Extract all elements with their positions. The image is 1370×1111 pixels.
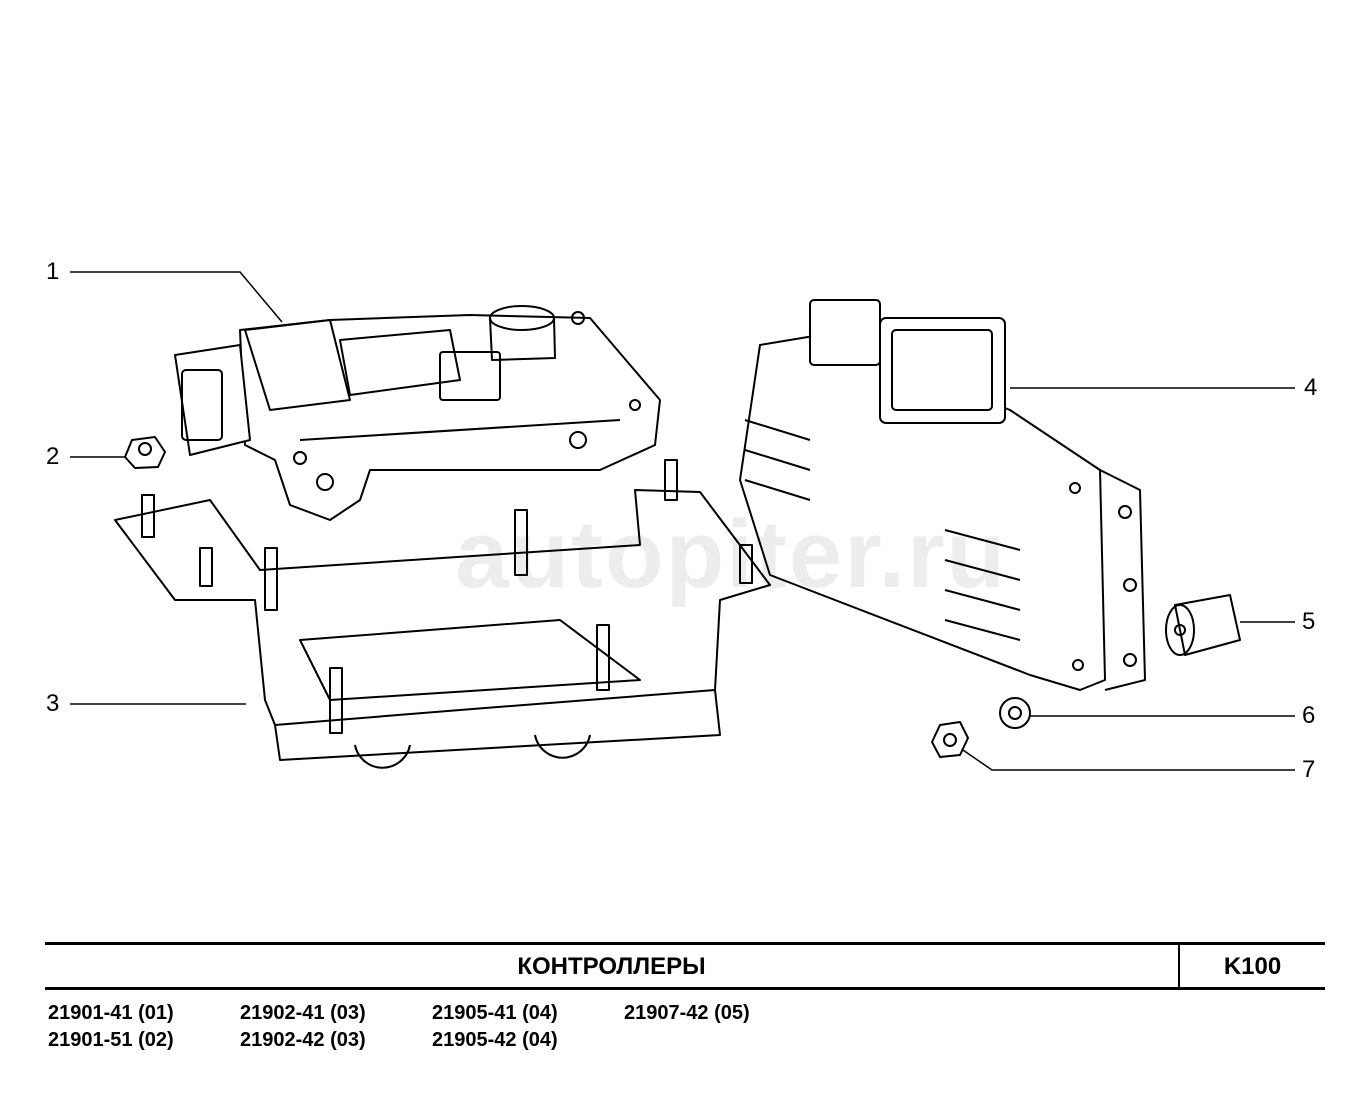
callout-1: 1: [46, 258, 60, 285]
model-code: 21901-51 (02): [48, 1029, 174, 1051]
divider: [1178, 945, 1180, 987]
controller-module-4: [739, 299, 1146, 691]
section-title: КОНТРОЛЛЕРЫ: [517, 953, 706, 980]
model-code: [624, 1029, 816, 1052]
lock-washer-6: [999, 697, 1031, 729]
title-block: КОНТРОЛЛЕРЫ K100: [45, 942, 1325, 990]
model-code: 21905-41 (04): [432, 1002, 558, 1024]
controller-unit-1: [174, 305, 661, 521]
nut-7: [931, 721, 969, 758]
leader-lines: [70, 271, 1295, 771]
callout-3: 3: [46, 690, 60, 717]
model-code: 21905-42 (04): [432, 1029, 558, 1051]
model-code: 21902-42 (03): [240, 1029, 366, 1051]
watermark: autopiter.ru: [455, 501, 1008, 608]
bracket-3: [114, 459, 771, 769]
section-code: K100: [1223, 953, 1282, 980]
parts-drawing: [70, 271, 1295, 771]
model-code: 21901-41 (01): [48, 1002, 174, 1024]
callout-7: 7: [1302, 756, 1316, 783]
flange-nut-2: [124, 436, 166, 469]
callout-2: 2: [46, 443, 60, 470]
callout-4: 4: [1304, 374, 1318, 401]
callout-6: 6: [1302, 702, 1316, 729]
callout-5: 5: [1302, 608, 1316, 635]
model-code: 21902-41 (03): [240, 1002, 366, 1024]
model-list: 21901-41 (01) 21902-41 (03) 21905-41 (04…: [48, 1002, 816, 1052]
model-code: 21907-42 (05): [624, 1002, 750, 1024]
spacer-5: [1165, 594, 1241, 656]
